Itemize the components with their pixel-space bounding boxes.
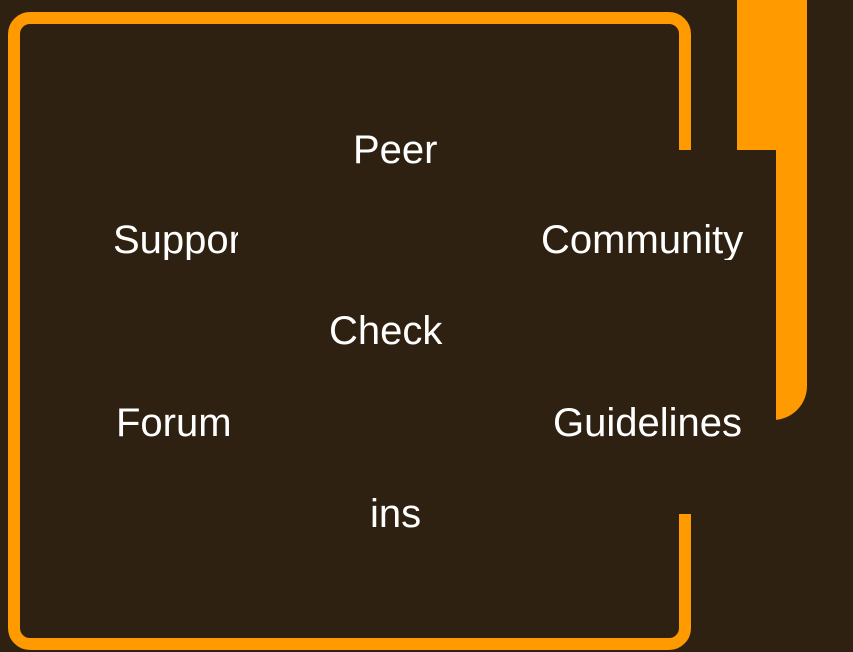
peer-label[interactable]: Peer <box>353 130 438 170</box>
community-label[interactable]: Community <box>541 220 744 260</box>
check-label[interactable]: Check <box>329 311 443 351</box>
support-label[interactable]: Support <box>113 220 238 260</box>
right-dark-notch <box>532 150 776 514</box>
forum-label[interactable]: Forum <box>116 403 232 443</box>
guidelines-label[interactable]: Guidelines <box>553 403 743 443</box>
ins-label[interactable]: ins <box>370 494 422 534</box>
